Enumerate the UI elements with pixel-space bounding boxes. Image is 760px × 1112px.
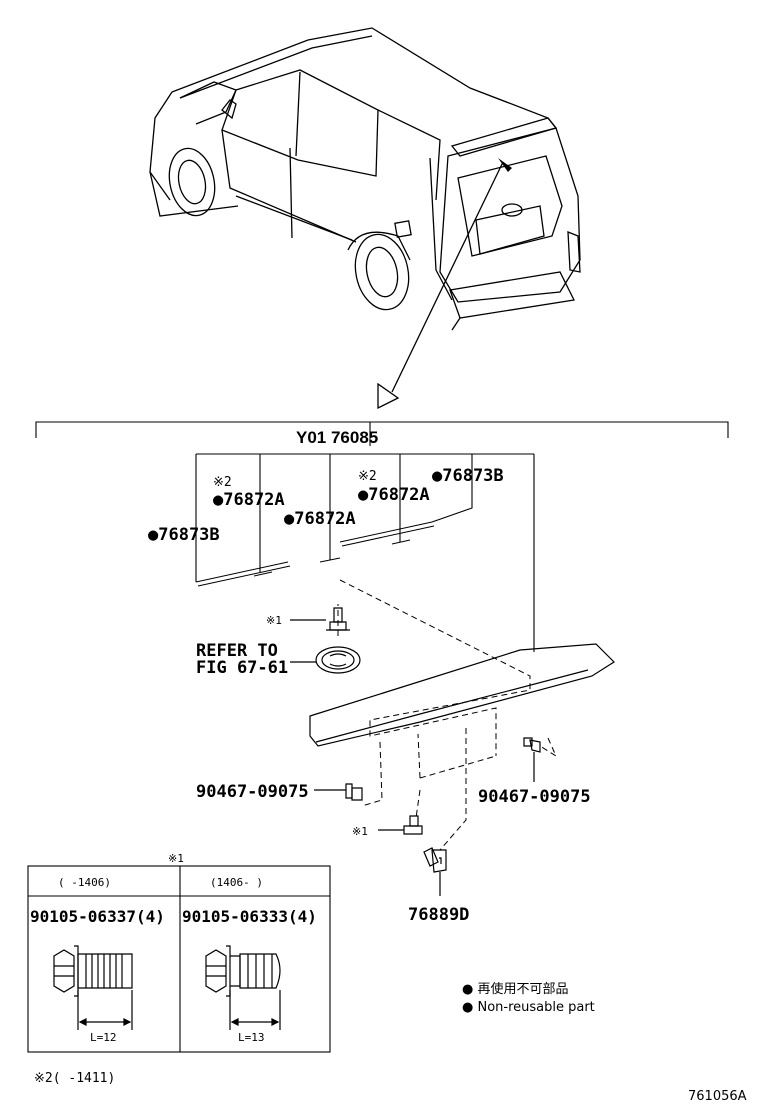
- rear-spoiler: [309, 643, 615, 747]
- screw-icon: [290, 607, 350, 631]
- part-label-76872a: ●76872A: [213, 490, 285, 510]
- table-header: (1406- ): [210, 876, 263, 889]
- refer-label: FIG 67-61: [196, 658, 288, 678]
- location-arrow: [377, 158, 512, 410]
- clip-icon: [423, 847, 447, 896]
- assembly-part-number: Y01 76085: [296, 428, 378, 447]
- part-label-bolt: 90467-09075: [196, 782, 309, 802]
- mark1-label: ※1: [266, 614, 282, 627]
- bolt-length-label: L=13: [238, 1031, 265, 1044]
- bolt-length-label: L=12: [90, 1031, 117, 1044]
- table-part-number: 90105-06337(4): [30, 907, 165, 926]
- screw-icon: [378, 815, 423, 835]
- bolt-icon: [523, 737, 541, 782]
- legend-line: ● 再使用不可部品: [462, 981, 568, 997]
- part-label-bolt: 90467-09075: [478, 787, 591, 807]
- figure-id: 761056A: [688, 1089, 747, 1104]
- table-header: ( -1406): [58, 876, 111, 889]
- table-note-mark: ※1: [168, 852, 184, 865]
- variant-table: [27, 865, 331, 1053]
- flange-bolt-icon: [53, 945, 133, 1030]
- part-label-76872a: ●76872A: [358, 485, 430, 505]
- tree-lines: [195, 453, 535, 652]
- bolt-icon: [314, 783, 363, 801]
- vehicle-illustration: [149, 27, 581, 331]
- flange-bolt-icon: [205, 945, 281, 1030]
- dashed-guides: [337, 579, 558, 851]
- part-label-76873b: ●76873B: [432, 466, 504, 486]
- molding-strips: [195, 521, 435, 587]
- part-label-76873b: ●76873B: [148, 525, 220, 545]
- part-label-76872a: ●76872A: [284, 509, 356, 529]
- part-label-76889d: 76889D: [408, 905, 469, 925]
- legend-line: ● Non-reusable part: [462, 1000, 595, 1015]
- table-part-number: 90105-06333(4): [182, 907, 317, 926]
- mark1-label: ※1: [352, 825, 368, 838]
- refer-label: REFER TO: [196, 641, 278, 661]
- emblem-icon: [290, 646, 361, 674]
- mark2-label: ※2: [358, 469, 377, 484]
- assembly-bracket: [35, 421, 729, 446]
- mark2-label: ※2: [213, 475, 232, 490]
- footnote: ※2( -1411): [34, 1071, 115, 1086]
